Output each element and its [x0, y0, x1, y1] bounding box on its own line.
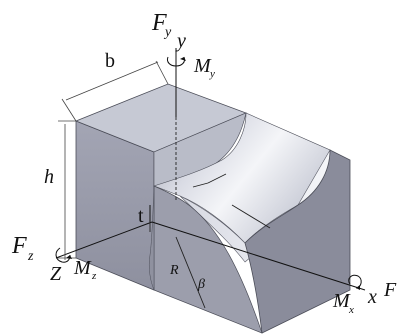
- x-axis-line: [151, 221, 366, 291]
- z-axis-line: [55, 221, 153, 259]
- concave-underside: [153, 185, 263, 334]
- b-label: b: [105, 50, 115, 72]
- moment-arrows: [55, 56, 362, 290]
- mx-label: M: [332, 290, 351, 312]
- radius-line: [175, 236, 206, 309]
- t-label: t: [138, 205, 144, 227]
- dimension-lines: [58, 60, 169, 260]
- r-label: R: [169, 263, 179, 278]
- front-face-right: [244, 149, 351, 334]
- left-lower-face: [148, 185, 155, 291]
- mz-label: M: [73, 257, 92, 279]
- y-axis-label: y: [175, 30, 186, 52]
- h-label: h: [44, 166, 54, 188]
- mz-moment-arrow: [55, 247, 71, 263]
- x-axis-label: x: [367, 286, 377, 308]
- block-body: [74, 83, 351, 334]
- z-axis-label: Z: [50, 263, 62, 285]
- mz-subscript: z: [91, 270, 97, 282]
- fy-subscript: y: [163, 25, 172, 40]
- labels: F y y M y b h t F z Z M z R β M x x F: [11, 10, 397, 316]
- my-subscript: y: [209, 68, 215, 80]
- fz-label: F: [11, 233, 27, 259]
- mx-subscript: x: [348, 304, 354, 316]
- my-moment-arrow: [167, 56, 185, 67]
- beta-label: β: [197, 277, 205, 292]
- fy-label: F: [151, 10, 167, 36]
- my-label: M: [193, 55, 212, 77]
- axes: [55, 48, 366, 309]
- groove-inner-lines: [192, 173, 271, 229]
- fz-subscript: z: [27, 249, 34, 264]
- fx-label: F: [383, 279, 397, 301]
